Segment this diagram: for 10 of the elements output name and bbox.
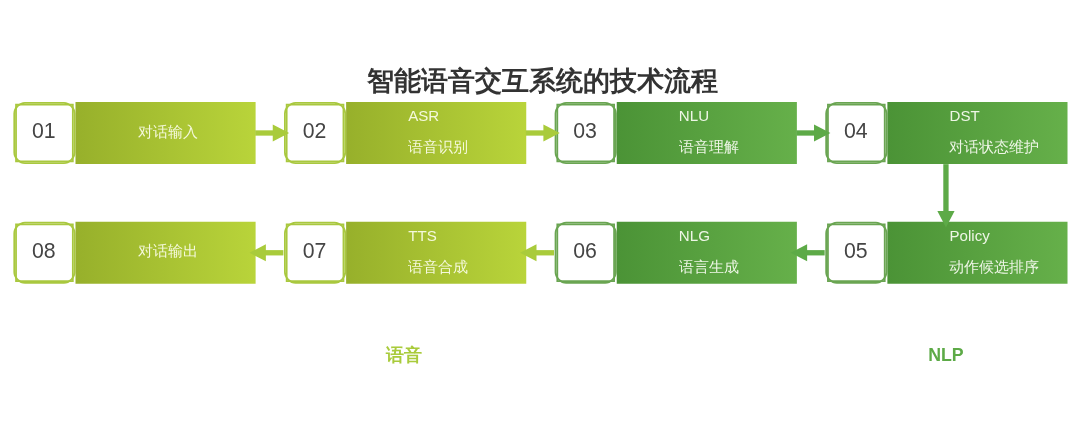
arrow	[937, 164, 955, 228]
label: NLP	[928, 345, 964, 366]
arrow	[249, 244, 284, 262]
arrow	[796, 124, 831, 142]
arrow	[255, 124, 290, 142]
arrow	[520, 244, 555, 262]
diagram-title: 智能语音交互系统的技术流程	[366, 65, 718, 96]
arrow	[790, 244, 825, 262]
arrow	[525, 124, 560, 142]
label: 语音	[386, 345, 423, 366]
